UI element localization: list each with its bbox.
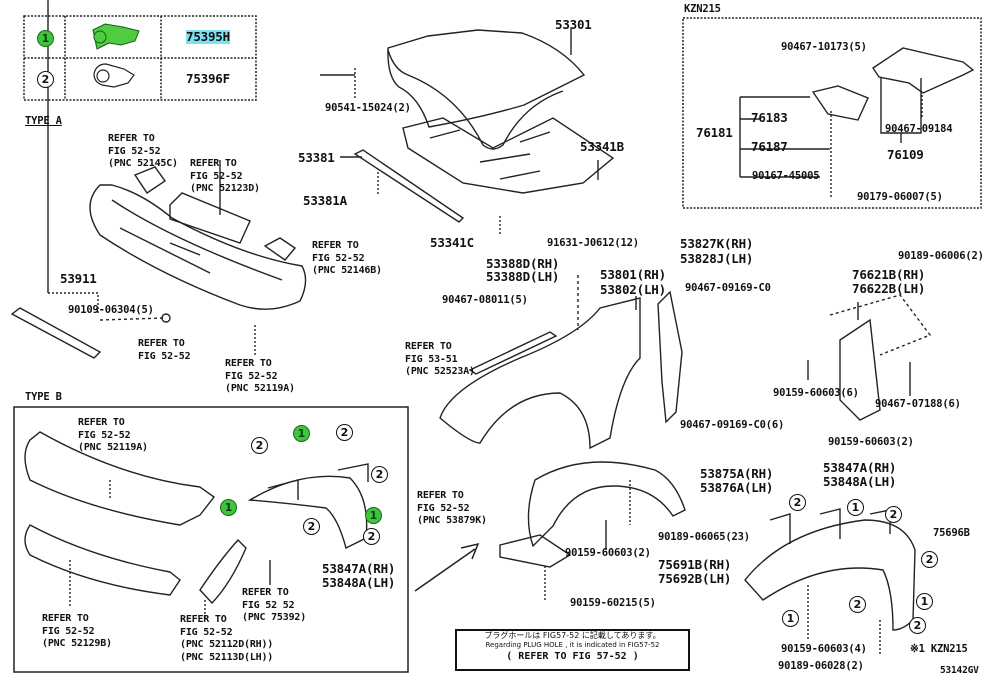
part-number-90179-06007[interactable]: 90179-06007(5) bbox=[857, 191, 943, 203]
part-number-53381[interactable]: 53381 bbox=[298, 150, 335, 165]
callout-2-badge: 2 bbox=[363, 528, 380, 545]
callout-1-badge: 1 bbox=[847, 499, 864, 516]
part-number-76183[interactable]: 76183 bbox=[751, 110, 788, 125]
callout-1-badge: 1 bbox=[916, 593, 933, 610]
callout-2-badge: 2 bbox=[371, 466, 388, 483]
part-number-90189-06006[interactable]: 90189-06006(2) bbox=[898, 250, 984, 262]
fender-drawing bbox=[439, 275, 683, 450]
clip-green-icon bbox=[92, 23, 140, 50]
part-number-53381a[interactable]: 53381A bbox=[303, 193, 347, 208]
part-number-53388d[interactable]: 53388D(RH)53388D(LH) bbox=[486, 256, 560, 284]
callout-2-badge: 2 bbox=[336, 424, 353, 441]
callout-1-badge: 1 bbox=[220, 499, 237, 516]
callout-1-badge: 1 bbox=[293, 425, 310, 442]
part-number-53875a-53876a[interactable]: 53875A(RH)53876A(LH) bbox=[700, 466, 774, 495]
part-number-90159-60603-2[interactable]: 90159-60603(2) bbox=[828, 436, 914, 448]
note-japanese: プラグホールは FIG57-52 に記載してあります。 bbox=[484, 631, 661, 640]
type-b-box bbox=[13, 406, 409, 673]
part-number-76621b-76622b[interactable]: 76621B(RH)76622B(LH) bbox=[852, 267, 926, 296]
callout-2-badge: 2 bbox=[789, 494, 806, 511]
part-number-90159-60603-6[interactable]: 90159-60603(6) bbox=[773, 387, 859, 399]
part-number-75395h[interactable]: 75395H bbox=[186, 29, 230, 44]
part-number-76109[interactable]: 76109 bbox=[887, 147, 924, 162]
part-number-90467-09169-c0-bottom[interactable]: 90467-09169-C0(6) bbox=[680, 419, 785, 431]
clip-table-grid bbox=[23, 15, 257, 101]
part-number-53341b[interactable]: 53341B bbox=[580, 139, 624, 154]
part-number-90189-06028[interactable]: 90189-06028(2) bbox=[778, 660, 864, 672]
part-number-53301[interactable]: 53301 bbox=[555, 17, 592, 32]
callout-2-badge: 2 bbox=[251, 437, 268, 454]
part-number-75396f[interactable]: 75396F bbox=[186, 71, 230, 86]
callout-1-badge: 1 bbox=[37, 30, 54, 47]
plug-hole-note: プラグホールは FIG57-52 に記載してあります。 Regarding PL… bbox=[455, 629, 690, 671]
section-kzn215: KZN215 bbox=[684, 3, 721, 15]
part-number-53801-53802[interactable]: 53801(RH)53802(LH) bbox=[600, 267, 666, 297]
part-number-90467-09184[interactable]: 90467-09184 bbox=[885, 123, 953, 135]
section-type-b: TYPE B bbox=[25, 391, 62, 403]
part-number-53827k-53828j[interactable]: 53827K(RH)53828J(LH) bbox=[680, 236, 754, 266]
callout-2-badge: 2 bbox=[849, 596, 866, 613]
callout-2-badge: 2 bbox=[303, 518, 320, 535]
part-number-90541-15024[interactable]: 90541-15024(2) bbox=[325, 102, 411, 114]
hood-drawing bbox=[320, 29, 615, 235]
part-number-90467-10173[interactable]: 90467-10173(5) bbox=[781, 41, 867, 53]
callout-2-badge: 2 bbox=[909, 617, 926, 634]
part-number-90159-60603-liner[interactable]: 90159-60603(2) bbox=[565, 547, 651, 559]
callout-1-badge: 1 bbox=[365, 507, 382, 524]
figure-id: 53142GV bbox=[940, 665, 979, 676]
part-number-53847a-53848a[interactable]: 53847A(RH)53848A(LH) bbox=[823, 460, 897, 489]
part-number-53911[interactable]: 53911 bbox=[60, 271, 97, 286]
part-number-90167-45005[interactable]: 90167-45005 bbox=[752, 170, 820, 182]
callout-2-badge: 2 bbox=[885, 506, 902, 523]
part-number-53341c[interactable]: 53341C bbox=[430, 235, 474, 250]
direction-arrow bbox=[414, 542, 480, 592]
part-number-90189-06065[interactable]: 90189-06065(23) bbox=[658, 531, 750, 543]
part-number-90467-07188[interactable]: 90467-07188(6) bbox=[875, 398, 961, 410]
inner-liner-drawing bbox=[499, 461, 686, 600]
part-number-90467-09169-c0-top[interactable]: 90467-09169-C0 bbox=[685, 282, 771, 294]
kzn215-box bbox=[682, 17, 982, 209]
part-number-90159-60603-4[interactable]: 90159-60603(4) bbox=[781, 643, 867, 655]
part-number-76181[interactable]: 76181 bbox=[696, 125, 733, 140]
part-number-53847a-53848a-type-b[interactable]: 53847A(RH)53848A(LH) bbox=[322, 561, 396, 590]
note-refer-link[interactable]: ( REFER TO FIG 57-52 ) bbox=[506, 651, 639, 662]
mudguard-drawing bbox=[807, 294, 932, 421]
note-english: Regarding PLUG HOLE , it is indicated in… bbox=[485, 641, 660, 649]
callout-1-badge: 1 bbox=[782, 610, 799, 627]
footnote-kzn215: ※1 KZN215 bbox=[910, 643, 968, 655]
part-number-75691b-75692b[interactable]: 75691B(RH)75692B(LH) bbox=[658, 557, 732, 586]
callout-2-badge: 2 bbox=[37, 71, 54, 88]
part-number-91631-j0612[interactable]: 91631-J0612(12) bbox=[547, 237, 639, 249]
type-a-bumper-drawing bbox=[10, 0, 307, 359]
fender-flare-drawing bbox=[744, 508, 916, 655]
part-number-75696b[interactable]: 75696B bbox=[933, 527, 970, 539]
section-type-a: TYPE A bbox=[25, 115, 62, 127]
part-number-90159-60215[interactable]: 90159-60215(5) bbox=[570, 597, 656, 609]
clip-white-icon bbox=[93, 63, 135, 88]
part-number-76187[interactable]: 76187 bbox=[751, 139, 788, 154]
part-number-90467-08011[interactable]: 90467-08011(5) bbox=[442, 294, 528, 306]
hood-scoop-drawing bbox=[739, 47, 975, 198]
callout-2-badge: 2 bbox=[921, 551, 938, 568]
part-number-90109-06304[interactable]: 90109-06304(5) bbox=[68, 304, 154, 316]
